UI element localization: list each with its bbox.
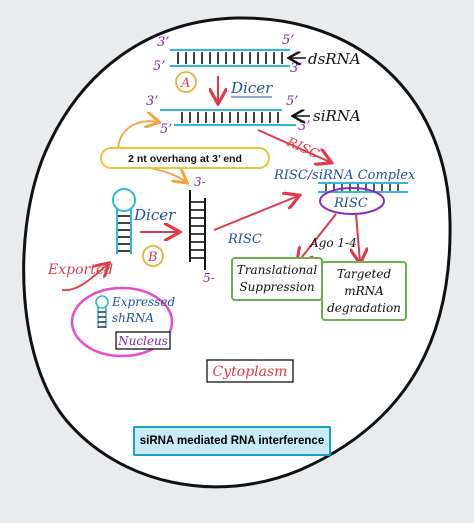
risc-box-label: RISC	[333, 196, 368, 211]
nucleus-ring	[70, 286, 174, 358]
exported-arrow	[61, 264, 108, 291]
overhang-label: 2 nt overhang at 3’ end	[128, 153, 242, 165]
shrna-label: shRNA	[112, 311, 154, 325]
suppression-label: Suppression	[239, 280, 314, 294]
processed-sirna	[189, 190, 206, 270]
cytoplasm-tag	[206, 359, 294, 383]
cell-membrane	[22, 16, 452, 489]
sirna-3prime-right: 3’	[298, 119, 310, 134]
risc-complex-oval	[319, 187, 385, 215]
targeted-degradation-box	[321, 261, 407, 321]
ago-arrow-left	[298, 213, 337, 262]
risc-sirna-complex-label: RISC/siRNA Complex	[273, 168, 416, 183]
sirna-5prime-left: 5’	[160, 122, 172, 137]
degradation-label: degradation	[327, 301, 401, 315]
figure-caption: siRNA mediated RNA interference	[133, 426, 331, 456]
nucleus-tag	[115, 331, 171, 350]
risc-label-b: RISC	[227, 232, 262, 247]
dsrna-5prime-left: 5’	[153, 59, 165, 74]
dsrna-3prime-right: 3’	[290, 61, 302, 76]
processed-5prime-bottom: 5-	[203, 271, 215, 285]
step-a-label: A	[180, 76, 190, 91]
step-b-circle	[142, 245, 164, 267]
dsrna-duplex	[170, 49, 290, 67]
cytoplasm-label: Cytoplasm	[213, 364, 288, 380]
ago-label: Ago 1-4	[309, 236, 357, 250]
sirna-5prime-right: 5’	[286, 94, 298, 109]
step-a-circle	[175, 71, 197, 93]
nucleus-label: Nucleus	[117, 334, 168, 348]
ago-arrow-right	[356, 213, 360, 262]
sirna-duplex	[160, 109, 296, 126]
processed-3prime-top: 3-	[194, 175, 206, 189]
complex-duplex	[318, 182, 408, 193]
sirna-label: siRNA	[313, 107, 361, 125]
translational-label: Translational	[237, 263, 318, 277]
dsrna-5prime-right: 5’	[282, 33, 294, 48]
exported-label: Exported	[47, 262, 113, 278]
overhang-box	[100, 147, 270, 169]
dsrna-label: dsRNA	[308, 50, 361, 68]
dicer-label-top: Dicer	[230, 79, 273, 97]
dsrna-3prime-left: 3’	[157, 35, 169, 50]
step-b-label: B	[147, 250, 158, 265]
mrna-label: mRNA	[344, 284, 384, 298]
risc-arrow-b	[213, 196, 298, 231]
overhang-arrow-down	[149, 167, 186, 182]
expressed-label: Expressed	[111, 295, 175, 309]
dicer-label-b: Dicer	[133, 206, 176, 224]
sirna-3prime-left: 3’	[146, 94, 158, 109]
shrna-hairpin	[112, 188, 136, 254]
risc-arrow-top	[257, 129, 330, 162]
expressed-shrna-hairpin	[95, 295, 109, 328]
overhang-arrow-up	[117, 121, 158, 153]
targeted-label: Targeted	[337, 267, 392, 281]
